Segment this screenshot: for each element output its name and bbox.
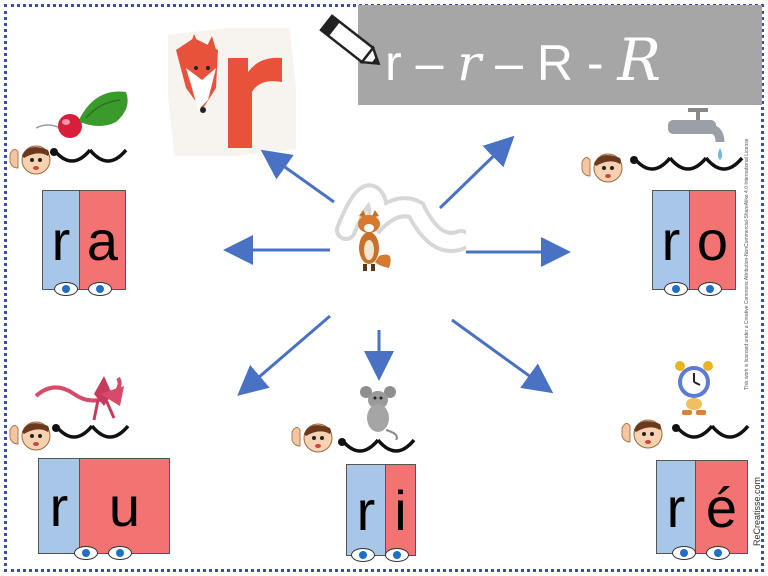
consonant-ro: r [653,191,689,289]
consonant-ru: r [39,459,79,553]
print-r: r [385,35,402,91]
eyes-icon [664,282,722,296]
fox-letter-icon [168,28,296,156]
eye-right [108,546,132,560]
vowel-ru: u [79,459,169,553]
ear-listening-kid-icon [8,140,52,176]
vowel-ri: i [385,465,415,555]
eye-left [54,282,78,296]
vowel-ro: o [689,191,735,289]
fancy-capital-r: R [617,26,662,94]
syllable-arcs-ri [338,436,416,467]
ear-listening-kid-icon [8,416,52,452]
eye-right [698,282,722,296]
syllable-arcs-re [672,422,750,453]
dash-3: - [586,35,604,91]
syllable-arcs-ro [630,154,744,185]
eyes-icon [54,282,112,296]
cursive-r: r [457,34,482,92]
consonant-ra: r [43,191,79,289]
dash-1: – [415,35,444,91]
consonant-ri: r [347,465,385,555]
eyes-icon [74,546,132,560]
arrow-to-re [451,318,554,394]
consonant-re: r [657,461,695,553]
capital-r: R [536,35,573,91]
eye-left [664,282,688,296]
arrow-to-ru [237,314,331,396]
faucet-icon [668,108,725,160]
eye-left [351,548,375,562]
eye-left [74,546,98,560]
radish-icon [36,91,128,138]
arrow-to-banner [438,135,515,210]
letter-forms-row: r – r – R - R [385,30,661,92]
arrow-to-fox-letter [260,149,335,204]
site-name: ReCreatisse.com [752,476,762,546]
header-banner [358,5,762,105]
eyes-icon [672,546,730,560]
ear-listening-kid-icon [580,148,624,184]
alarm-clock-icon [675,361,713,415]
vowel-ra: a [79,191,125,289]
ribbon-icon [34,376,124,421]
syllable-arcs-ru [52,422,130,453]
ear-listening-kid-icon [290,418,334,454]
fox-icon [358,210,391,271]
eyes-icon [351,548,409,562]
eye-right [385,548,409,562]
eye-left [672,546,696,560]
mouse-icon [360,386,398,440]
crayon-icon [319,14,381,66]
syllable-arcs-ra [50,146,128,177]
dash-2: – [495,35,523,91]
eye-right [88,282,112,296]
eye-right [706,546,730,560]
ear-listening-kid-icon [620,414,664,450]
vowel-re: é [695,461,747,553]
